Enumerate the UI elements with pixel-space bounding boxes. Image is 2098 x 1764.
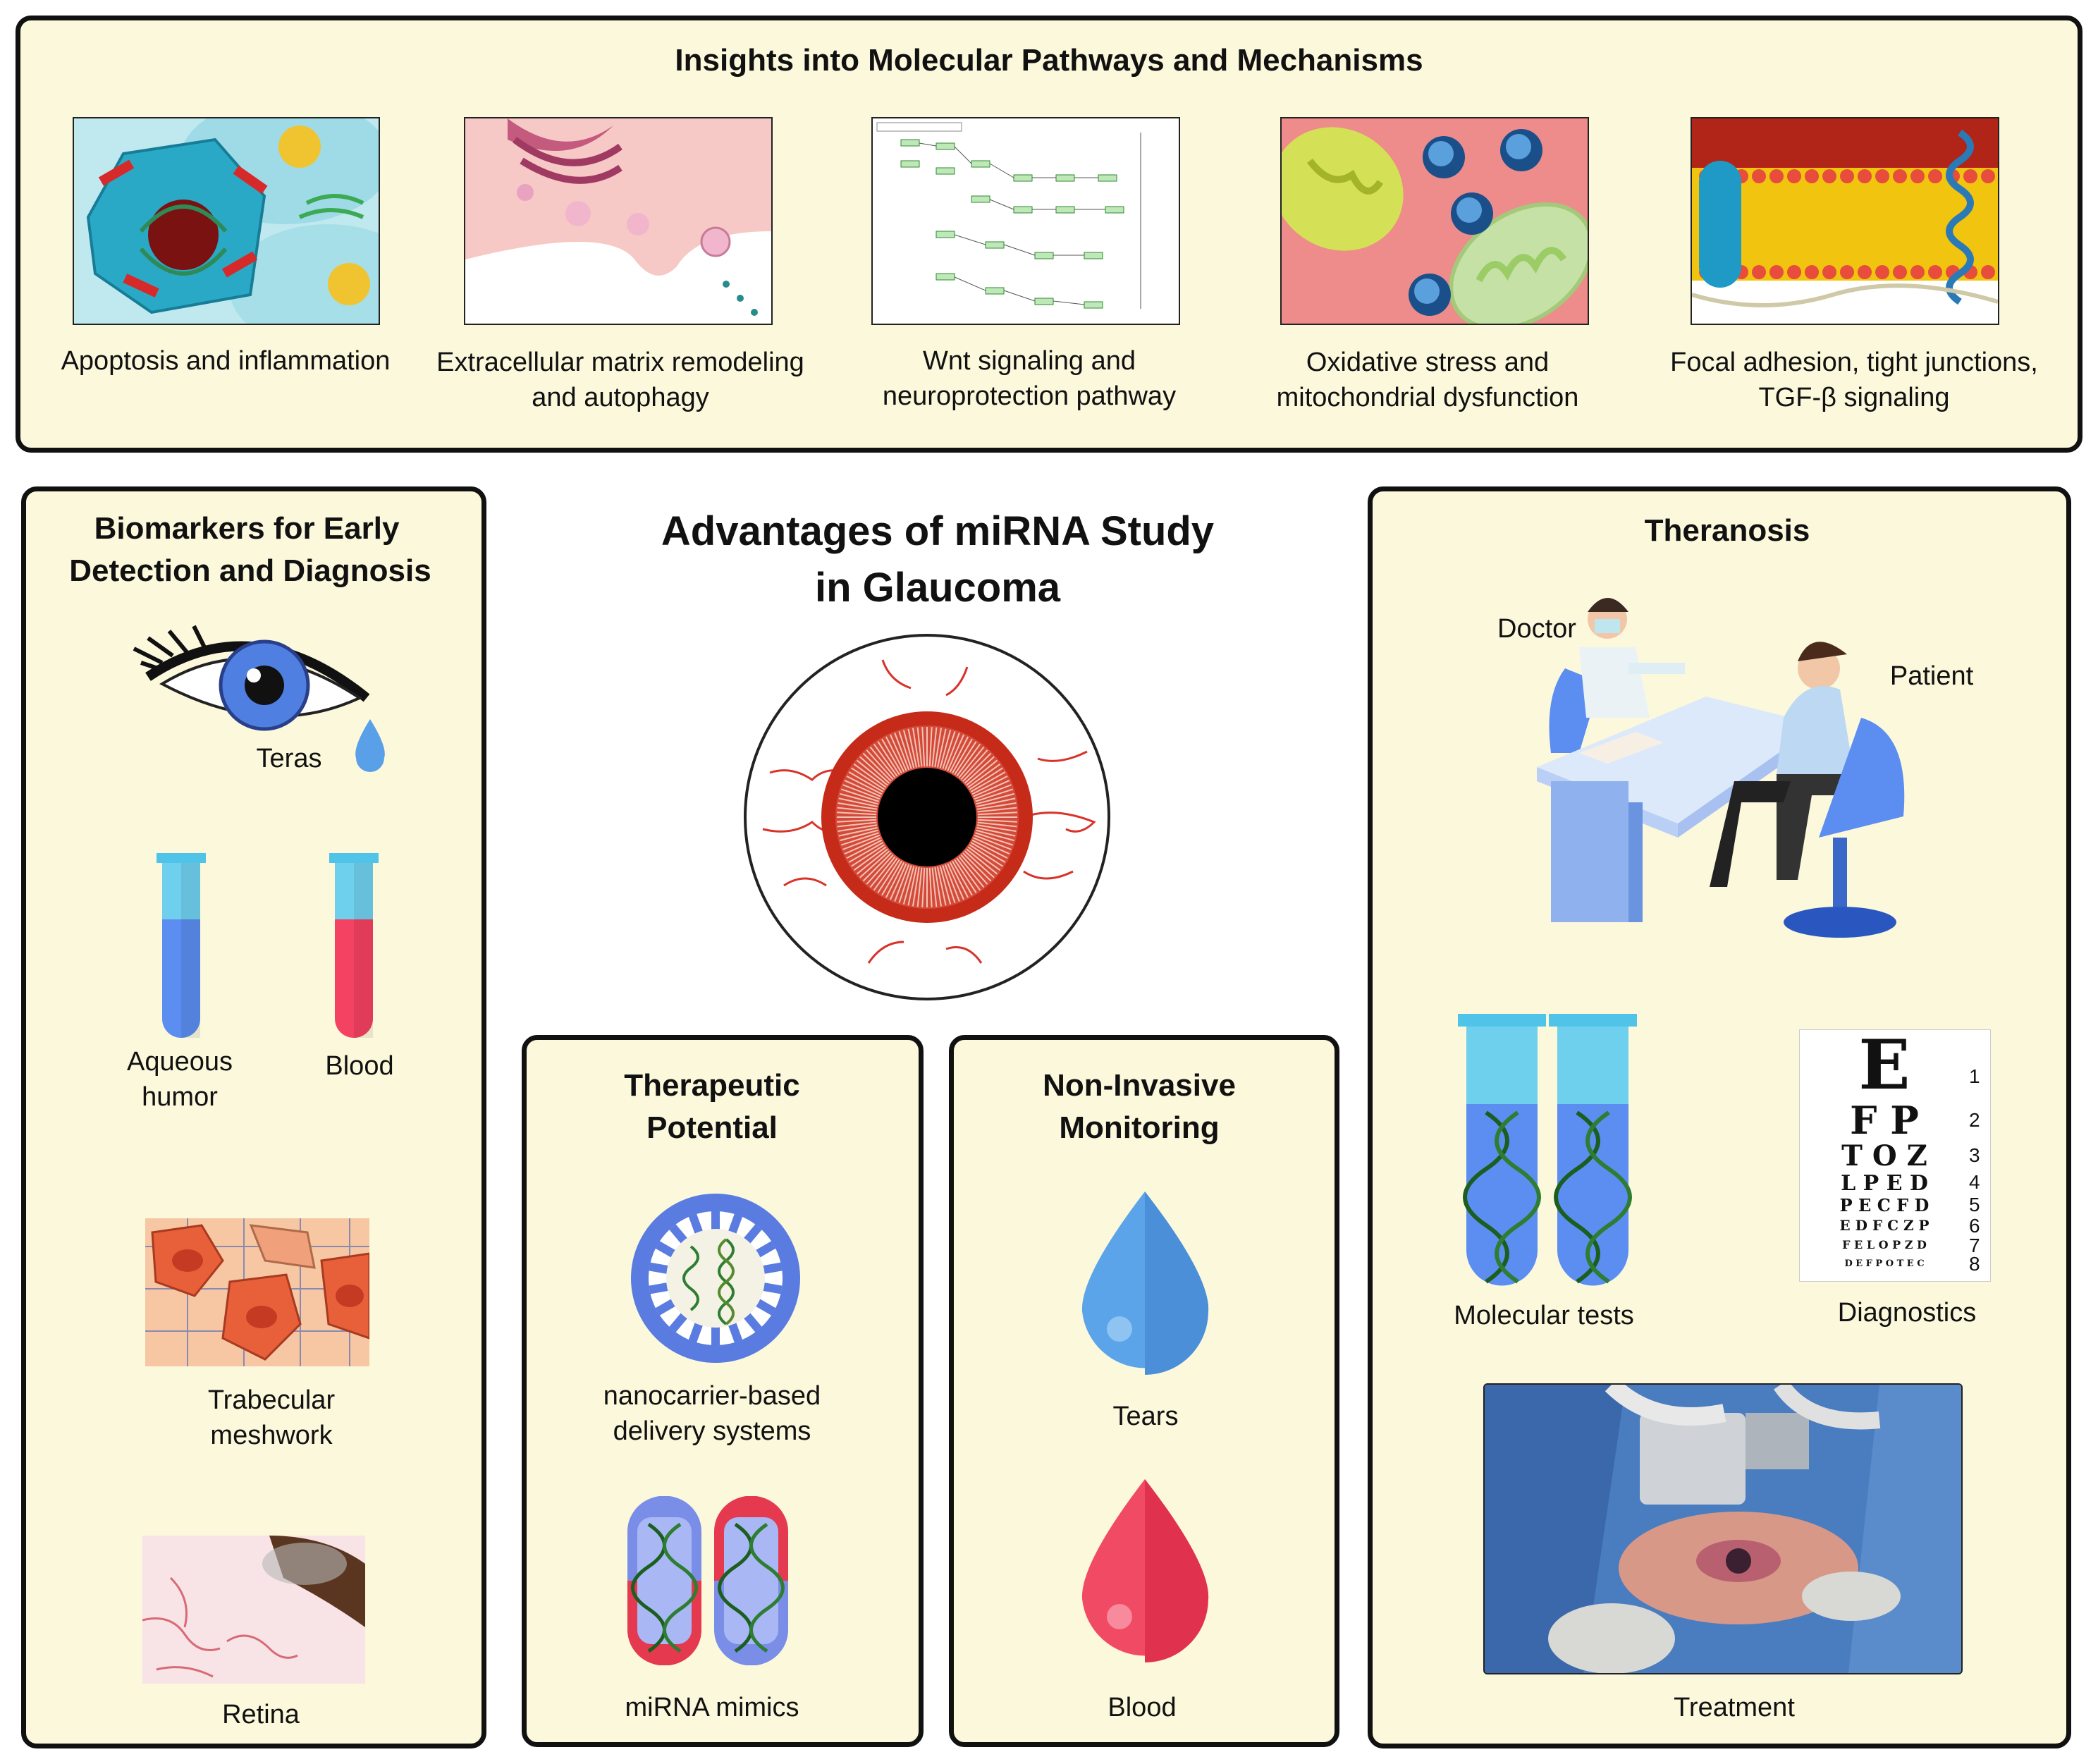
molecular-tube-1-icon [1458, 1014, 1546, 1292]
glaucoma-eye-icon [742, 632, 1112, 1003]
tears-drop-icon [1080, 1192, 1210, 1376]
mimics-label: miRNA mimics [625, 1693, 799, 1722]
focal-label-line1: Focal adhesion, tight junctions, [1670, 348, 2038, 377]
nanocarrier-icon [627, 1190, 804, 1366]
biomarkers-title-line2: Detection and Diagnosis [69, 553, 431, 588]
biomarkers-title-line1: Biomarkers for Early [94, 511, 400, 546]
trabecular-label-line1: Trabecular [207, 1385, 336, 1415]
trabecular-image [145, 1218, 369, 1366]
eye-chart-row-3: T O Z [1841, 1139, 1927, 1172]
therapeutic-title-line1: Therapeutic [624, 1068, 800, 1103]
eye-chart-row-8: D E F P O T E C [1844, 1258, 1925, 1269]
eye-chart-row-5: P E C F D [1839, 1195, 1930, 1215]
oxidative-label-line2: mitochondrial dysfunction [1276, 383, 1579, 412]
therapeutic-title-line2: Potential [646, 1110, 778, 1145]
retina-label: Retina [222, 1700, 300, 1729]
center-title-line2: in Glaucoma [814, 565, 1061, 611]
mimic-capsule-right-icon [714, 1496, 788, 1665]
teardrop-icon [352, 719, 388, 772]
eye-chart-num-4: 4 [1969, 1171, 1980, 1193]
blood-label-center: Blood [1108, 1693, 1177, 1722]
aqueous-tube-icon [157, 853, 206, 1043]
pathways-title: Insights into Molecular Pathways and Mec… [675, 43, 1423, 78]
doctor-label: Doctor [1497, 614, 1576, 644]
eye-chart-row-2: F P [1850, 1098, 1919, 1143]
nanocarrier-label-line1: nanocarrier-based [603, 1381, 821, 1411]
ecm-label-line1: Extracellular matrix remodeling [436, 348, 804, 377]
eye-chart-num-3: 3 [1969, 1144, 1980, 1166]
molecular-tube-2-icon [1549, 1014, 1637, 1292]
eye-chart-row-6: E D F C Z P [1839, 1217, 1930, 1234]
eye-chart-num-6: 6 [1969, 1215, 1980, 1237]
wnt-label-line1: Wnt signaling and [922, 346, 1136, 376]
nanocarrier-label-line2: delivery systems [613, 1416, 811, 1446]
treatment-image [1483, 1383, 1963, 1674]
molecular-label: Molecular tests [1454, 1301, 1634, 1330]
mimic-capsule-left-icon [627, 1496, 701, 1665]
blood-tube-icon [329, 853, 379, 1043]
theranosis-title: Theranosis [1644, 513, 1810, 548]
blood-label-left: Blood [325, 1051, 394, 1081]
oxidative-label-line1: Oxidative stress and [1306, 348, 1550, 377]
eye-chart-num-5: 5 [1969, 1194, 1980, 1215]
noninvasive-title-line1: Non-Invasive [1043, 1068, 1236, 1103]
treatment-label: Treatment [1674, 1693, 1795, 1722]
patient-label: Patient [1889, 661, 1974, 691]
noninvasive-title-line2: Monitoring [1059, 1110, 1220, 1145]
wnt-label-line2: neuroprotection pathway [882, 381, 1177, 411]
wnt-pathway-image [871, 117, 1180, 325]
blood-drop-icon [1080, 1479, 1210, 1664]
retina-image [142, 1536, 365, 1684]
trabecular-label-line2: meshwork [210, 1421, 333, 1450]
eye-chart-row-7: F E L O P Z D [1842, 1238, 1927, 1251]
diagnostics-label: Diagnostics [1837, 1298, 1977, 1328]
consultation-illustration [1523, 591, 1918, 943]
membrane-image [1691, 117, 1999, 325]
eye-chart: E 1 F P 2 T O Z 3 L P E D 4 P E C F D 5 … [1799, 1029, 1991, 1282]
aqueous-label-line1: Aqueous [126, 1047, 233, 1077]
center-title-line1: Advantages of miRNA Study [661, 508, 1215, 554]
apoptosis-label: Apoptosis and inflammation [61, 346, 391, 376]
tears-label: Tears [1112, 1402, 1179, 1431]
teras-label: Teras [256, 744, 322, 773]
mitochondria-image [1280, 117, 1589, 325]
ecm-image [464, 117, 773, 325]
eye-chart-num-1: 1 [1969, 1065, 1980, 1087]
eye-icon [127, 620, 381, 776]
aqueous-label-line2: humor [142, 1082, 218, 1112]
apoptosis-image [73, 117, 380, 325]
eye-chart-num-8: 8 [1969, 1253, 1980, 1275]
eye-chart-num-2: 2 [1969, 1109, 1980, 1131]
ecm-label-line2: and autophagy [532, 383, 709, 412]
eye-chart-row-1: E [1858, 1025, 1910, 1105]
eye-chart-num-7: 7 [1969, 1235, 1980, 1256]
focal-label-line2: TGF-β signaling [1758, 383, 1950, 412]
eye-chart-row-4: L P E D [1841, 1171, 1928, 1196]
